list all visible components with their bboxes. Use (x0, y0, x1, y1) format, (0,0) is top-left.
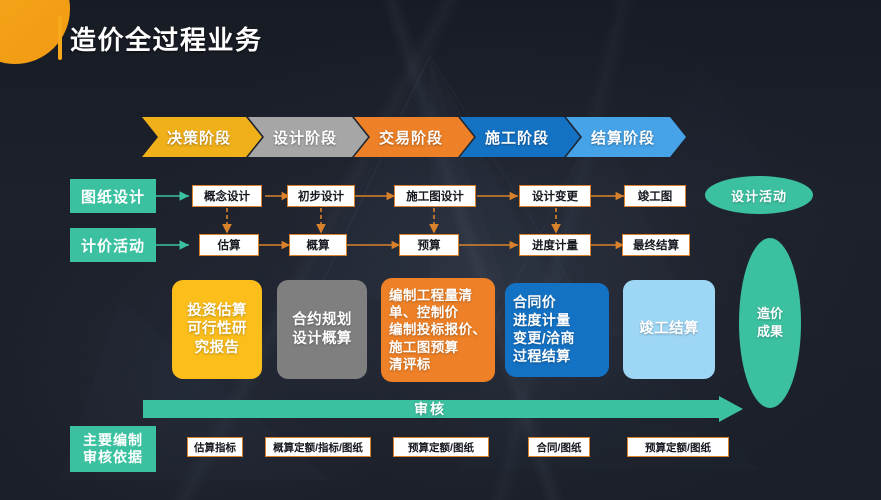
card-line: 进度计量 (513, 312, 571, 329)
flow-box-progress-measurement[interactable]: 进度计量 (519, 234, 591, 256)
ellipse-result-line1: 造价 (756, 306, 783, 322)
card-line: 合约规划 (292, 311, 352, 328)
basis-box-estimate-index[interactable]: 估算指标 (187, 437, 243, 457)
card-line: 竣工结算 (639, 321, 699, 338)
flow-box-design-change[interactable]: 设计变更 (519, 185, 591, 207)
stage-chevron-decision[interactable]: 决策阶段 (142, 117, 262, 157)
card-line: 可行性研 (187, 321, 247, 338)
flow-box-final-settlement[interactable]: 最终结算 (622, 234, 690, 256)
row-label-drawing-design: 图纸设计 (70, 179, 156, 213)
basis-box-budget-quota-drawing-2[interactable]: 预算定额/图纸 (627, 437, 729, 457)
card-line: 设计概算 (292, 330, 352, 347)
basis-box-contract-drawing[interactable]: 合同/图纸 (528, 437, 590, 457)
page-title: 造价全过程业务 (70, 25, 263, 55)
flow-box-as-built-drawing[interactable]: 竣工图 (624, 185, 686, 207)
card-line: 编制工程量清 (389, 287, 473, 303)
card-line: 施工图预算 (389, 339, 459, 355)
ellipse-result-line2: 成果 (756, 324, 783, 339)
card-contract-planning[interactable]: 合约规划 设计概算 (277, 280, 367, 379)
row-label-basis-line1: 主要编制 (83, 431, 143, 448)
row-label-basis-line2: 审核依据 (83, 449, 143, 465)
stage-chevron-band: 决策阶段 设计阶段 交易阶段 施工阶段 结算阶段 (142, 117, 672, 157)
card-line: 变更/洽商 (513, 330, 575, 346)
card-line: 编制投标报价、 (389, 322, 487, 338)
title-accent-bar (58, 16, 62, 60)
ellipse-design-activity: 设计活动 (705, 176, 813, 214)
stage-chevron-settlement[interactable]: 结算阶段 (566, 117, 686, 157)
stage-chevron-construction[interactable]: 施工阶段 (460, 117, 580, 157)
card-bill-of-quantities[interactable]: 编制工程量清 单、控制价 编制投标报价、 施工图预算 清评标 (381, 278, 495, 382)
row-label-main-basis: 主要编制 审核依据 (70, 426, 156, 472)
card-line: 合同价 (513, 294, 557, 311)
flow-box-concept-design[interactable]: 概念设计 (192, 185, 262, 207)
flow-box-preliminary-design[interactable]: 初步设计 (287, 185, 355, 207)
stage-chevron-design[interactable]: 设计阶段 (248, 117, 368, 157)
audit-label: 审核 (414, 401, 446, 417)
ellipse-cost-result: 造价 成果 (739, 238, 801, 408)
card-line: 清评标 (389, 356, 431, 372)
card-contract-price[interactable]: 合同价 进度计量 变更/洽商 过程结算 (505, 283, 609, 377)
stage-chevron-transaction[interactable]: 交易阶段 (354, 117, 474, 157)
row-label-pricing-activity: 计价活动 (70, 228, 156, 262)
flow-box-construction-drawing-design[interactable]: 施工图设计 (394, 185, 476, 207)
card-line: 究报告 (194, 339, 240, 356)
card-investment-estimate[interactable]: 投资估算 可行性研 究报告 (172, 280, 262, 379)
basis-box-budget-quota-index-drawing[interactable]: 概算定额/指标/图纸 (265, 437, 371, 457)
card-line: 过程结算 (513, 347, 571, 364)
flow-box-estimate[interactable]: 估算 (199, 234, 259, 256)
flow-box-budget[interactable]: 预算 (399, 234, 459, 256)
audit-process-arrow: 审核 (143, 396, 743, 422)
flow-box-budget-estimate[interactable]: 概算 (289, 234, 347, 256)
card-completion-settlement[interactable]: 竣工结算 (623, 280, 715, 379)
card-line: 单、控制价 (389, 305, 459, 321)
basis-box-budget-quota-drawing[interactable]: 预算定额/图纸 (393, 437, 489, 457)
card-line: 投资估算 (187, 302, 247, 319)
